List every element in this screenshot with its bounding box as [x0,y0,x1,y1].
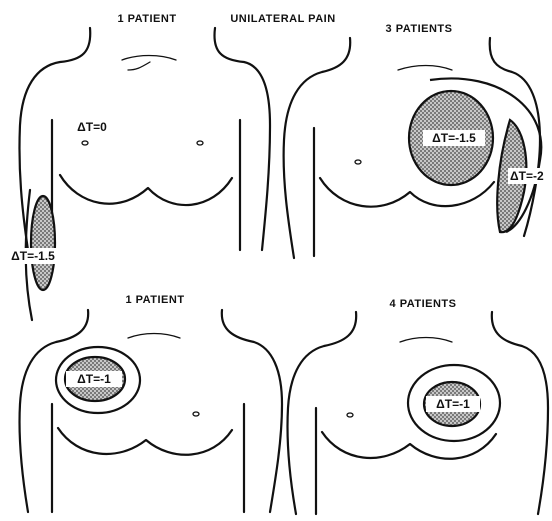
panel-4: 4 PATIENTS ΔT=-1 [287,298,548,514]
panel-3-patient-count: 1 PATIENT [125,294,184,306]
panel-4-torso-outline [287,312,548,514]
panel-3: 1 PATIENT ΔT=-1 [19,294,282,512]
panel-1-zone-2-shaded-area [31,196,55,290]
panel-2-right-nipple-marker [355,160,361,164]
panel-2-zone-2-delta-t: ΔT=-2 [510,169,544,183]
panel-2-zone-1-delta-t: ΔT=-1.5 [432,131,476,145]
panel-3-left-nipple-marker [193,412,199,416]
right-nipple-marker [82,141,88,145]
panel-1-zone-1-delta-t: ΔT=0 [77,120,107,134]
panel-4-right-nipple-marker [347,413,353,417]
panel-1-zone-2-delta-t: ΔT=-1.5 [11,249,55,263]
panel-4-patient-count: 4 PATIENTS [390,298,457,310]
panel-1: 1 PATIENT ΔT=0 ΔT=-1.5 [6,13,270,320]
panel-3-torso-outline [19,310,282,512]
panel-2-patient-count: 3 PATIENTS [386,23,453,35]
figure-heading: UNILATERAL PAIN [230,13,335,25]
panel-4-zone-1-delta-t: ΔT=-1 [436,397,470,411]
left-nipple-marker [197,141,203,145]
panel-3-zone-1-delta-t: ΔT=-1 [77,372,111,386]
panel-1-torso-outline [19,28,270,250]
panel-1-patient-count: 1 PATIENT [117,13,176,25]
panel-2: 3 PATIENTS ΔT=-1.5 ΔT=-2 [284,23,552,258]
